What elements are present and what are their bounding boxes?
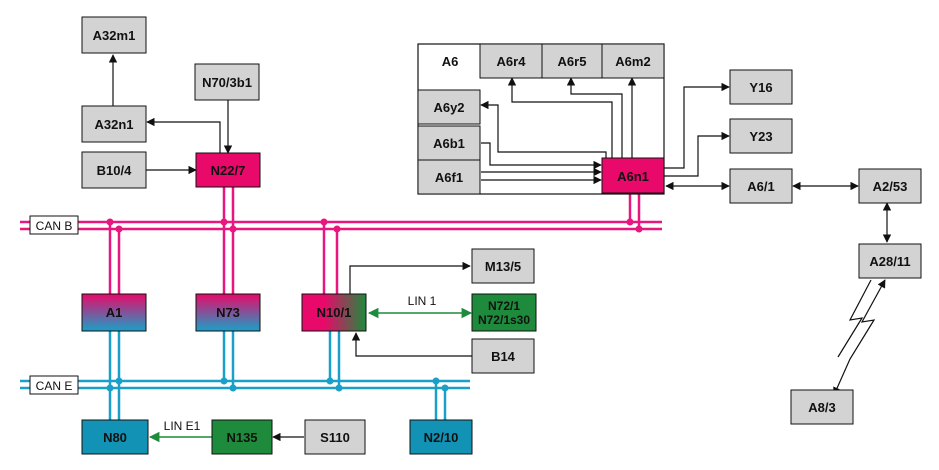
node-a6-1: A6/1	[729, 168, 793, 204]
can-b-label-box	[29, 215, 79, 235]
node-y23: Y23	[729, 118, 793, 154]
node-a6m2: A6m2	[601, 43, 665, 79]
svg-text:A6n1: A6n1	[617, 169, 649, 184]
svg-text:A6r5: A6r5	[558, 54, 587, 69]
node-b10-4: B10/4	[81, 151, 147, 189]
node-a6r5: A6r5	[541, 43, 603, 79]
svg-text:M13/5: M13/5	[485, 259, 521, 274]
lin-e1-label: LIN E1	[164, 419, 201, 433]
can-e-label-box	[29, 375, 79, 395]
node-a2-53: A2/53	[858, 168, 922, 204]
node-a28-11: A28/11	[858, 243, 922, 279]
svg-text:A6/1: A6/1	[747, 179, 774, 194]
svg-text:Y23: Y23	[749, 129, 772, 144]
node-b14: B14	[471, 338, 535, 374]
node-n22-7: N22/7	[195, 152, 261, 188]
svg-text:A6m2: A6m2	[615, 54, 650, 69]
svg-text:N10/1: N10/1	[317, 305, 352, 320]
svg-text:N2/10: N2/10	[424, 430, 459, 445]
node-n73: N73	[195, 293, 261, 332]
node-a1: A1	[81, 293, 147, 332]
svg-text:A28/11: A28/11	[869, 254, 910, 269]
svg-text:A1: A1	[106, 305, 123, 320]
can-b-drops	[108, 186, 641, 294]
svg-text:N135: N135	[226, 430, 257, 445]
svg-text:A2/53: A2/53	[873, 179, 908, 194]
can-e-bus	[20, 379, 470, 390]
svg-text:A6f1: A6f1	[435, 170, 463, 185]
node-n2-10: N2/10	[409, 419, 473, 455]
node-n135: N135	[211, 419, 273, 455]
svg-text:N73: N73	[216, 305, 240, 320]
svg-text:A6y2: A6y2	[433, 100, 464, 115]
svg-text:A6b1: A6b1	[433, 136, 465, 151]
svg-text:N70/3b1: N70/3b1	[202, 75, 252, 90]
can-e-label: CAN E	[36, 379, 73, 393]
signal-connectors	[108, 54, 892, 442]
svg-text:N22/7: N22/7	[211, 163, 246, 178]
node-a32m1: A32m1	[81, 16, 147, 54]
node-a8-3: A8/3	[790, 389, 854, 425]
svg-text:A8/3: A8/3	[808, 400, 835, 415]
node-n10-1: N10/1	[301, 293, 367, 332]
can-e-drops	[108, 331, 447, 420]
wireless-link	[833, 279, 886, 396]
svg-text:N80: N80	[103, 430, 127, 445]
svg-text:N72/1s30: N72/1s30	[478, 313, 530, 327]
node-n72-1: N72/1 N72/1s30	[471, 293, 537, 332]
node-n70-3b1: N70/3b1	[194, 63, 260, 101]
svg-text:B10/4: B10/4	[97, 163, 132, 178]
node-m13-5: M13/5	[471, 248, 535, 284]
can-b-label: CAN B	[36, 219, 73, 233]
node-a6f1: A6f1	[417, 159, 481, 195]
node-n80: N80	[81, 419, 149, 455]
lin-connectors	[148, 307, 473, 443]
node-y16: Y16	[729, 69, 793, 105]
node-s110: S110	[304, 419, 366, 455]
can-b-bus	[20, 220, 662, 231]
svg-text:B14: B14	[491, 349, 516, 364]
lin-1-label: LIN 1	[408, 294, 437, 308]
can-b-junctions	[106, 218, 643, 233]
svg-text:N72/1: N72/1	[488, 299, 520, 313]
svg-text:A32n1: A32n1	[94, 117, 133, 132]
node-a32n1: A32n1	[81, 105, 147, 143]
svg-text:A32m1: A32m1	[93, 28, 136, 43]
node-a6b1: A6b1	[417, 125, 481, 161]
node-a6n1: A6n1	[601, 157, 665, 194]
svg-text:Y16: Y16	[749, 80, 772, 95]
a6-group-title: A6	[442, 54, 459, 69]
can-e-junctions	[106, 377, 449, 392]
node-a6y2: A6y2	[417, 89, 481, 125]
node-a6r4: A6r4	[479, 43, 543, 79]
svg-text:S110: S110	[320, 430, 350, 445]
svg-text:A6r4: A6r4	[497, 54, 527, 69]
